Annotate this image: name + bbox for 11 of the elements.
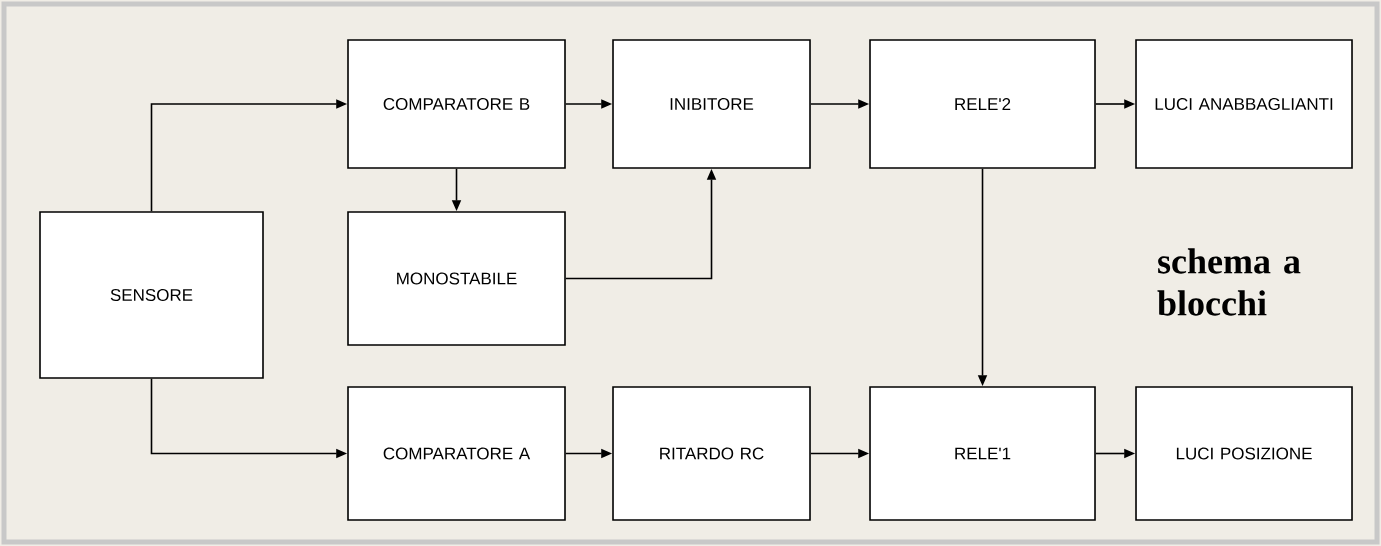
block-box: LUCI ANABBAGLIANTI	[1135, 39, 1353, 169]
block-box: SENSORE	[39, 211, 264, 379]
block-box: COMPARATORE B	[347, 39, 566, 169]
block-box: LUCI POSIZIONE	[1135, 386, 1353, 521]
block-box: RELE'2	[869, 39, 1096, 169]
block-box: RITARDO RC	[612, 386, 811, 521]
diagram-label: schema a blocchi	[1157, 248, 1301, 316]
block-box: COMPARATORE A	[347, 386, 566, 521]
block-box: MONOSTABILE	[347, 211, 566, 346]
block-box: RELE'1	[869, 386, 1096, 521]
block-box: INIBITORE	[612, 39, 811, 169]
